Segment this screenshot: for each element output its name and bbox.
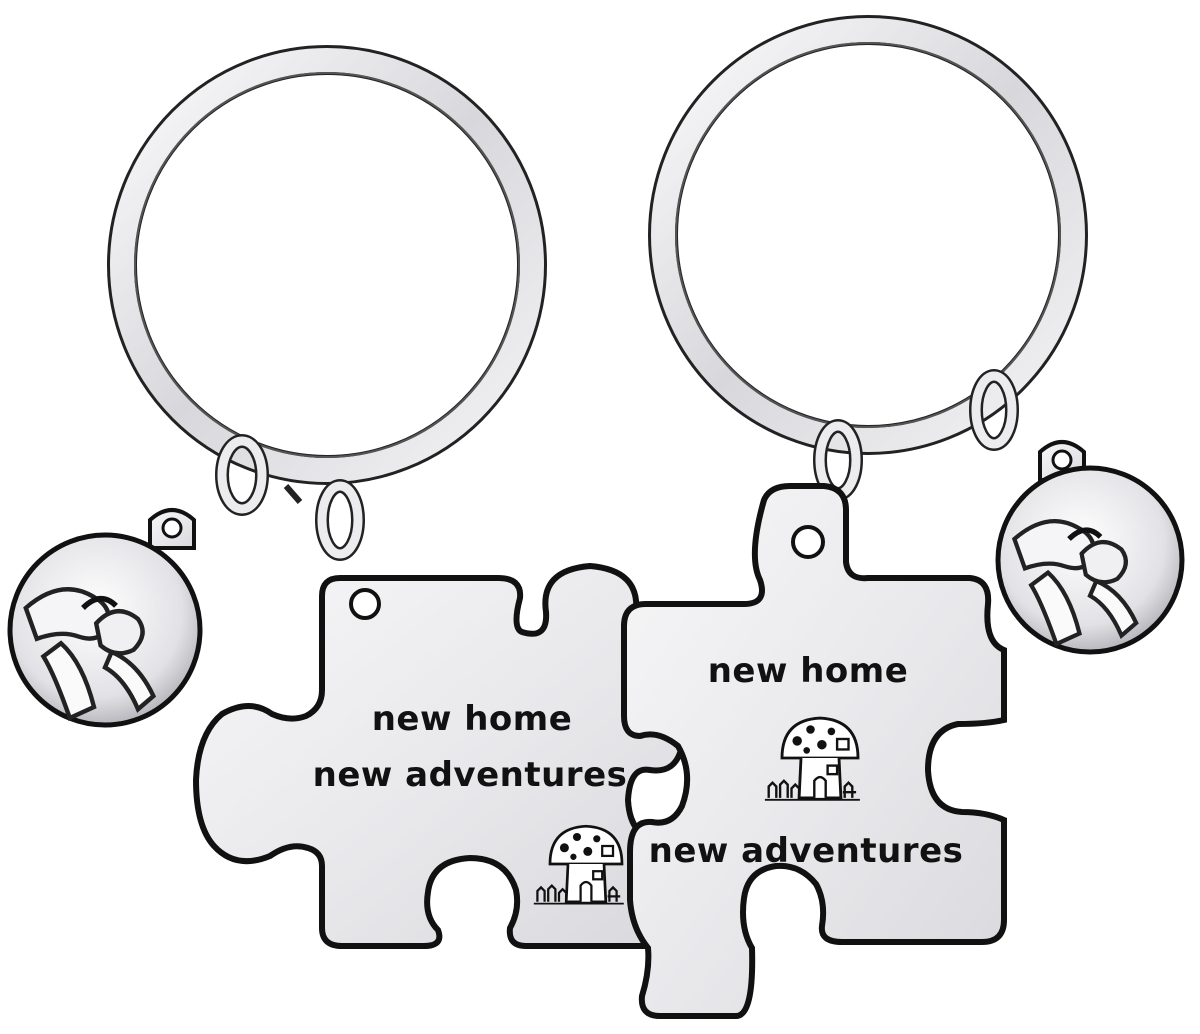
left-puzzle-piece-icon: new home new adventures [192, 562, 686, 949]
right-puzzle-piece-icon: new home new adventures [621, 483, 1007, 1019]
right-keyring-icon [648, 15, 1088, 455]
left-jump-rings [215, 434, 365, 561]
right-pinky-promise-charm-icon [995, 440, 1185, 655]
right-piece-line2: new adventures [649, 831, 964, 871]
left-piece-line1: new home [372, 699, 573, 739]
left-piece-line2: new adventures [313, 755, 628, 795]
left-keyring-icon [107, 45, 547, 504]
left-pinky-promise-charm-icon [7, 508, 203, 728]
right-piece-line1: new home [708, 651, 909, 691]
